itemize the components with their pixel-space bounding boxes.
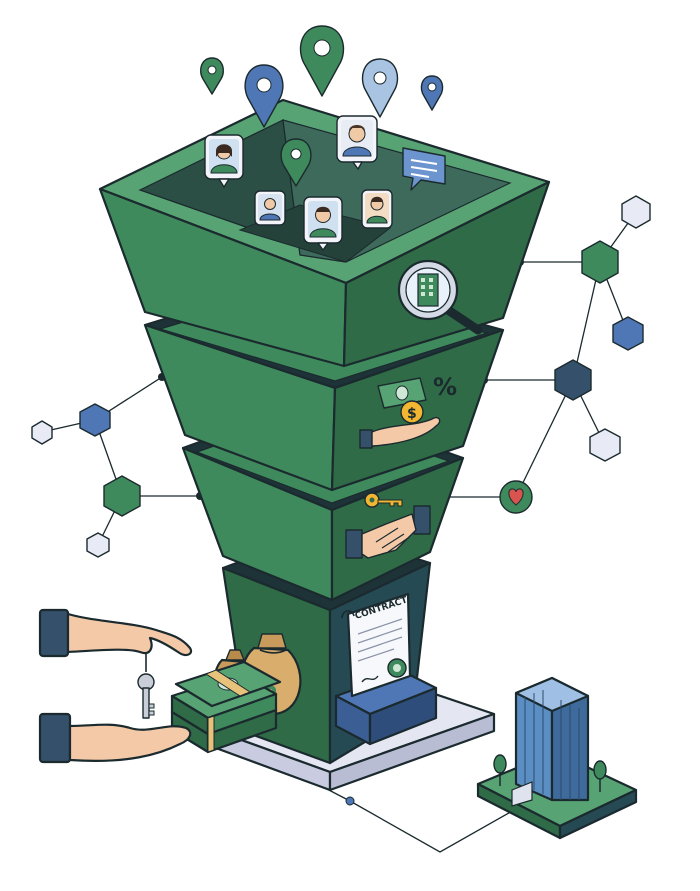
user-avatar-icon <box>362 190 392 228</box>
location-pin-icon <box>301 26 344 96</box>
office-building-icon <box>478 678 636 838</box>
hex-node <box>622 196 650 228</box>
user-avatar-icon <box>255 191 285 225</box>
percent-icon: % <box>433 373 457 401</box>
user-avatar-icon <box>304 197 342 250</box>
hex-node <box>104 476 140 516</box>
hex-node <box>80 404 110 436</box>
hex-node <box>32 421 52 444</box>
hex-node <box>555 360 591 400</box>
hex-node <box>87 533 109 557</box>
user-avatar-icon <box>205 135 243 187</box>
svg-text:$: $ <box>407 406 417 422</box>
house-key-icon <box>40 610 191 762</box>
user-avatar-icon <box>337 116 377 169</box>
location-pin-icon <box>363 59 398 117</box>
hex-node <box>582 241 618 283</box>
location-pin-icon <box>201 58 224 94</box>
location-pin-icon <box>421 76 442 110</box>
hex-node <box>590 429 620 461</box>
hex-node <box>613 317 643 350</box>
